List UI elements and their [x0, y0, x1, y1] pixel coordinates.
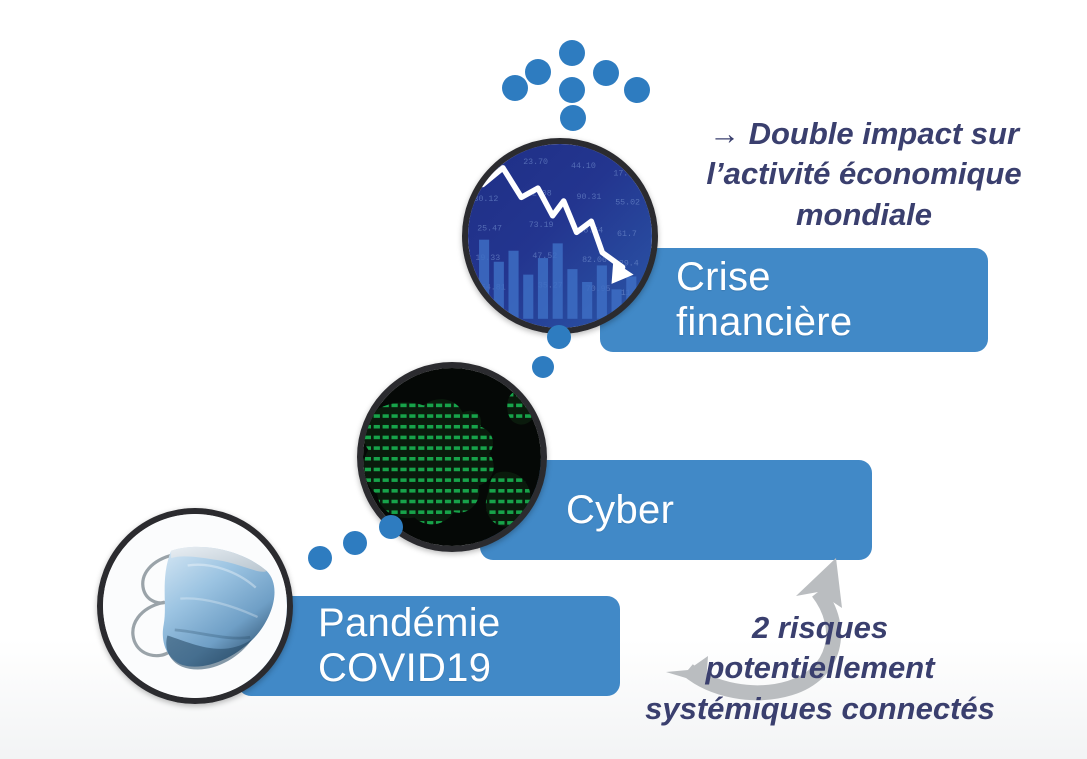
- svg-text:47.52: 47.52: [532, 252, 557, 261]
- step-banner-pandemie-line2: COVID19: [318, 646, 492, 690]
- svg-text:17.55: 17.55: [613, 169, 638, 178]
- step-banner-crise[interactable]: Crise financière: [600, 248, 988, 352]
- decor-dot: [379, 515, 403, 539]
- cyber-matrix-icon: [357, 362, 547, 552]
- decor-dot: [624, 77, 650, 103]
- step-banner-cyber[interactable]: Cyber: [480, 460, 872, 560]
- svg-text:29.4: 29.4: [619, 259, 639, 268]
- annotation-double-impact: → Double impact sur l’activité économiqu…: [706, 116, 1022, 232]
- decor-dot: [560, 105, 586, 131]
- step-banner-pandemie-line1: Pandémie: [318, 601, 501, 646]
- svg-text:64.81: 64.81: [481, 283, 506, 292]
- decor-dot: [525, 59, 551, 85]
- decor-dot: [593, 60, 619, 86]
- svg-text:23.70: 23.70: [523, 158, 548, 167]
- svg-text:38.64: 38.64: [578, 226, 603, 235]
- step-banner-crise-line1: Crise: [676, 255, 771, 300]
- step-banner-crise-line2: financière: [676, 300, 853, 344]
- svg-text:44.10: 44.10: [571, 162, 596, 171]
- step-banner-pandemie[interactable]: Pandémie COVID19: [238, 596, 620, 696]
- step-banner-cyber-line1: Cyber: [566, 487, 675, 532]
- svg-text:35.27: 35.27: [538, 282, 563, 291]
- decor-dot: [559, 77, 585, 103]
- svg-text:55.02: 55.02: [615, 199, 640, 208]
- annotation-risques-systemiques: 2 risques potentiellement systémiques co…: [645, 610, 995, 726]
- decor-dot: [343, 531, 367, 555]
- decor-dot: [532, 356, 554, 378]
- surgical-mask-icon: [97, 508, 293, 704]
- svg-text:25.47: 25.47: [477, 224, 502, 233]
- svg-text:61.7: 61.7: [617, 230, 637, 239]
- svg-text:30.12: 30.12: [474, 195, 499, 204]
- decor-dot: [559, 40, 585, 66]
- svg-text:73.19: 73.19: [529, 221, 554, 230]
- decor-dot: [308, 546, 332, 570]
- decor-dot: [502, 75, 528, 101]
- svg-text:82.06: 82.06: [582, 256, 607, 265]
- svg-text:90.31: 90.31: [577, 193, 602, 202]
- decor-dot: [547, 325, 571, 349]
